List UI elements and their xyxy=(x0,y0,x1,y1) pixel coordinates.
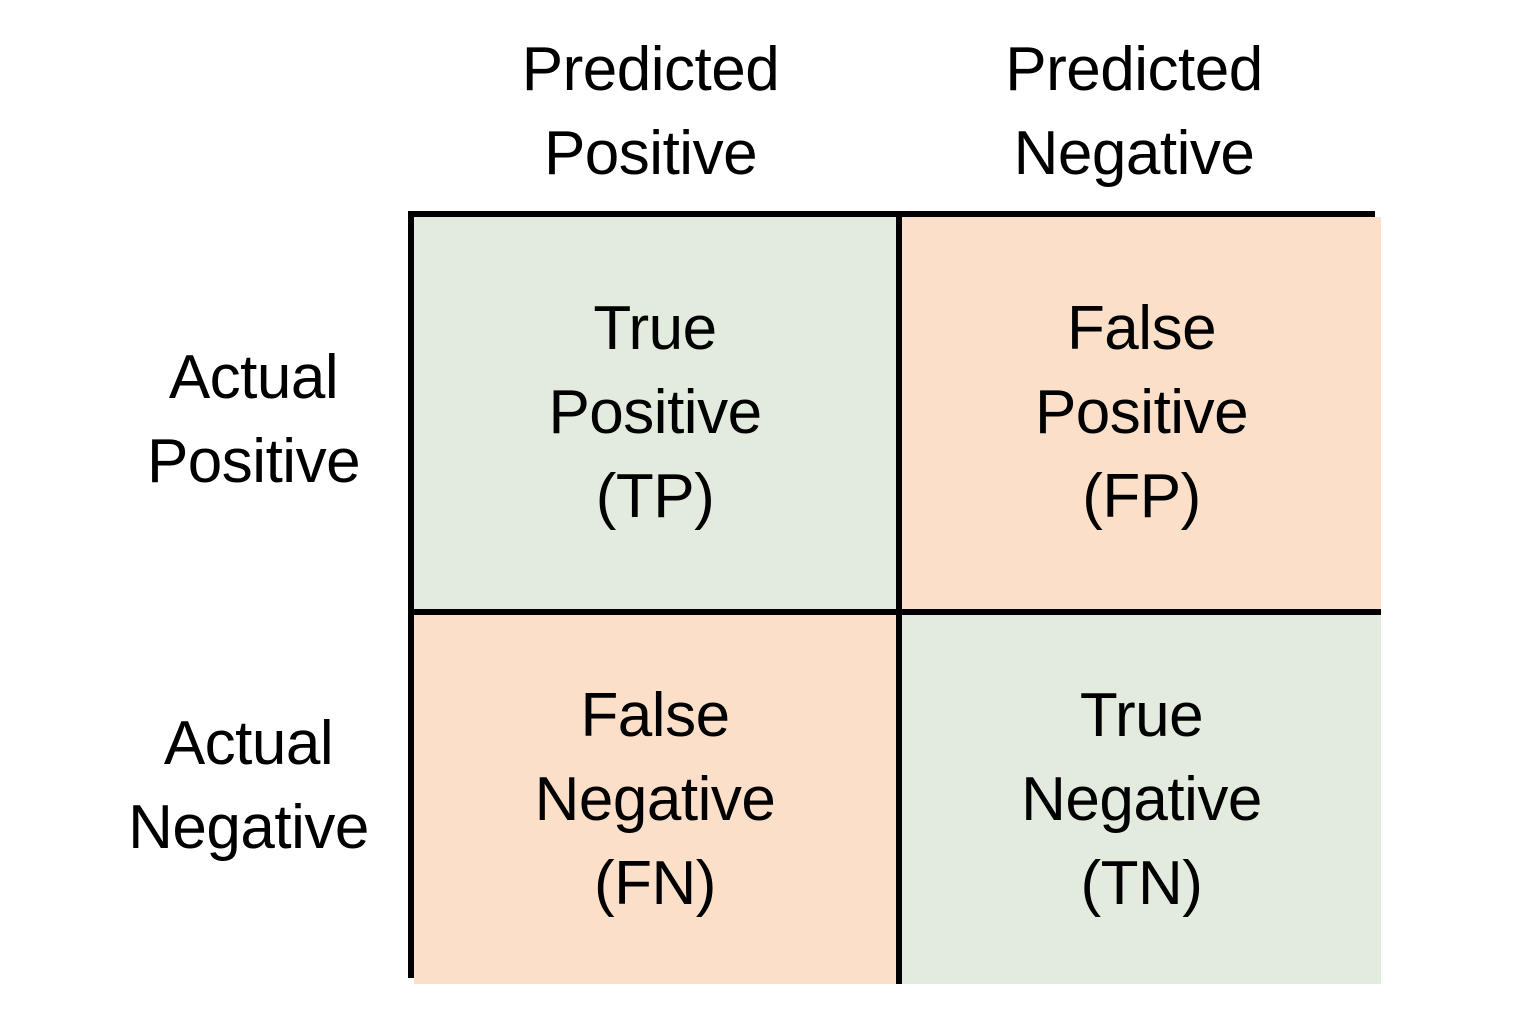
column-header-predicted-negative: Predicted Negative xyxy=(1005,35,1263,188)
matrix-cell-true-negative: True Negative (TN) xyxy=(899,612,1381,984)
row-header-actual-negative: Actual Negative xyxy=(128,709,369,862)
matrix-grid: True Positive (TP) False Positive (FP) F… xyxy=(408,211,1381,984)
matrix-cell-false-negative-label: False Negative (FN) xyxy=(534,680,776,918)
matrix-cell-false-positive-label: False Positive (FP) xyxy=(1034,294,1249,531)
row-header-actual-positive: Actual Positive xyxy=(146,343,361,496)
matrix-cell-true-negative-label: True Negative (TN) xyxy=(1021,680,1262,918)
matrix-cell-true-positive: True Positive (TP) xyxy=(414,217,899,612)
matrix-cell-false-positive: False Positive (FP) xyxy=(899,217,1381,612)
column-header-predicted-positive: Predicted Positive xyxy=(521,35,780,188)
matrix-cell-true-positive-label: True Positive (TP) xyxy=(548,294,762,531)
matrix-cell-false-negative: False Negative (FN) xyxy=(414,612,899,984)
